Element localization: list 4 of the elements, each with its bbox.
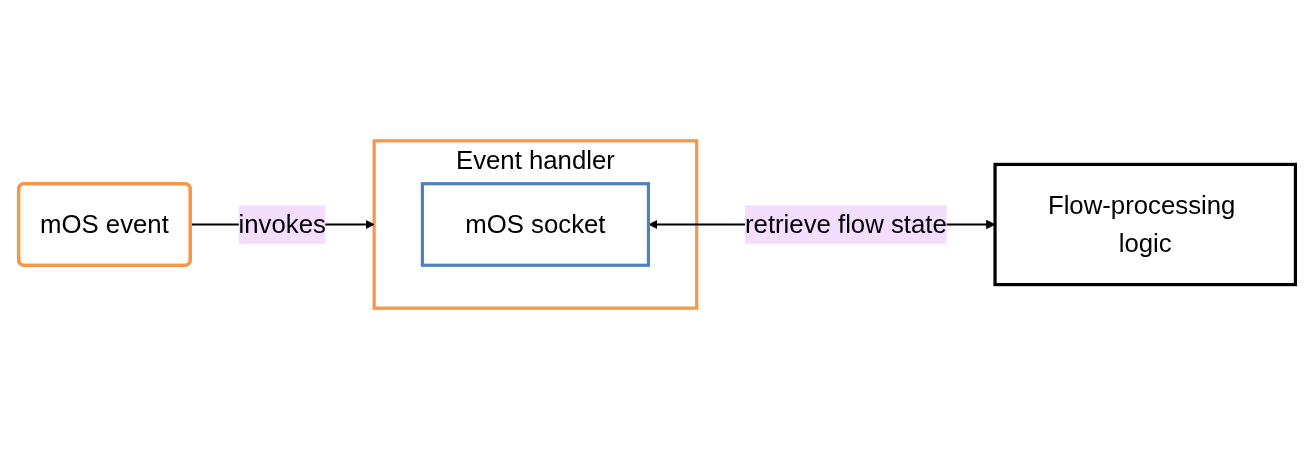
edge-label: invokes xyxy=(238,209,326,239)
node-box: mOS socket xyxy=(420,182,651,267)
node-box: Flow-processing logic xyxy=(993,162,1298,287)
edge-label: retrieve flow state xyxy=(744,209,947,239)
